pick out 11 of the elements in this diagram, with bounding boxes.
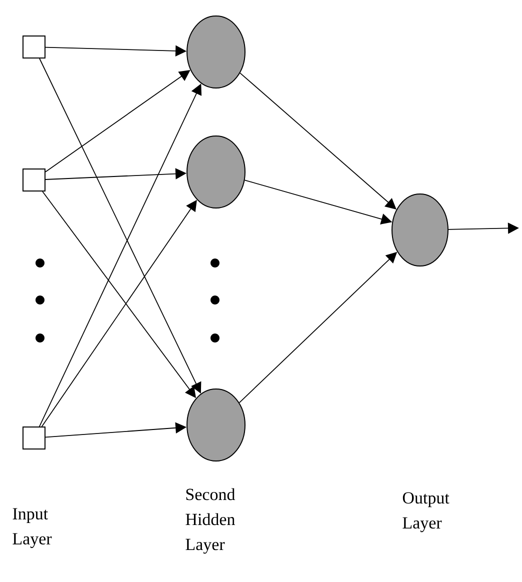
input-square bbox=[22, 168, 46, 192]
layer-label: Second Hidden Layer bbox=[186, 488, 236, 554]
layer-label: Input Layer bbox=[12, 508, 52, 548]
input-square bbox=[22, 426, 46, 450]
neuron-circle bbox=[186, 388, 246, 462]
input-square bbox=[22, 36, 46, 58]
arrow bbox=[240, 72, 396, 210]
neuron-circle bbox=[186, 136, 246, 208]
neuron-circle bbox=[392, 194, 448, 266]
neuron-circle bbox=[186, 16, 246, 88]
layer-label: Output Layer bbox=[402, 492, 450, 532]
